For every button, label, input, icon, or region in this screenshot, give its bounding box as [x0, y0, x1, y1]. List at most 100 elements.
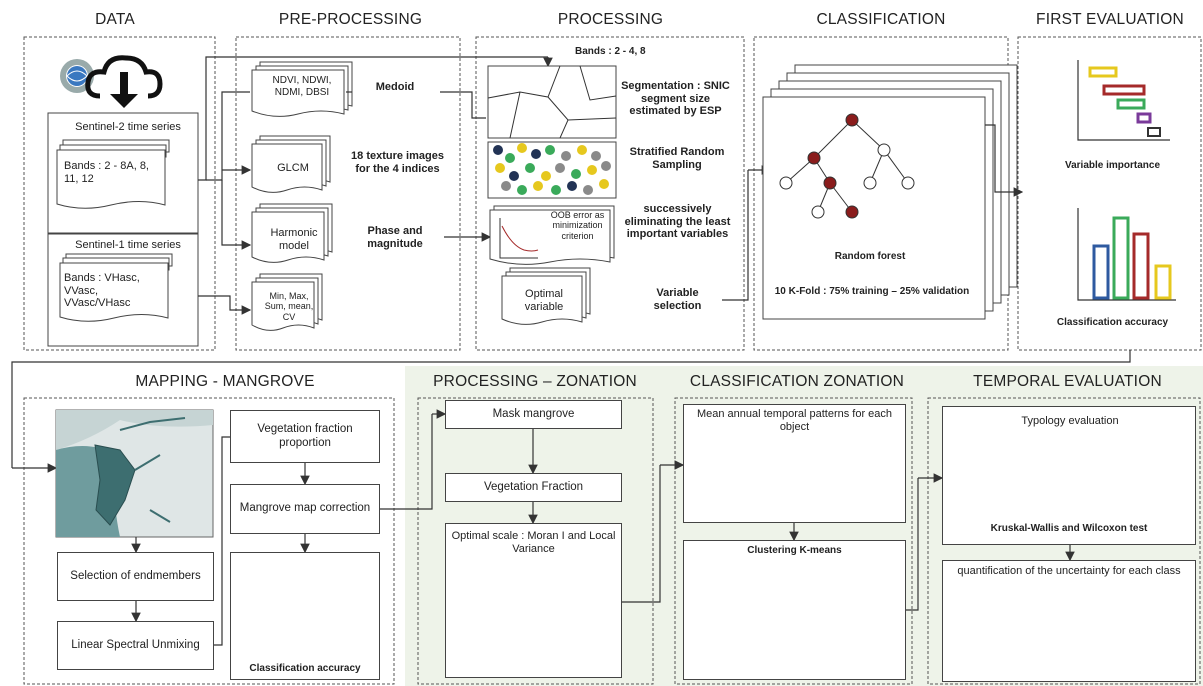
- sampling-label: Stratified Random Sampling: [629, 146, 725, 171]
- connector-correction-to-mask: [380, 414, 433, 510]
- sample-point-18: [533, 181, 543, 191]
- header-classification: CLASSIFICATION: [816, 11, 946, 28]
- s1-doc: [59, 262, 169, 322]
- mapping-accuracy-box: [230, 552, 380, 680]
- oob-label: OOB error as minimization criterion: [550, 210, 605, 241]
- accuracy-axes: [1077, 208, 1176, 301]
- download-arrow-shaft: [120, 72, 128, 98]
- s1-title: Sentinel-1 time series: [75, 239, 181, 251]
- preprocessing-panel: [235, 36, 461, 351]
- random-forest-label: Random forest: [834, 251, 906, 262]
- eliminating-label: successively eliminating the least impor…: [624, 203, 731, 241]
- map-mangrove: [94, 444, 136, 526]
- header-processing: PROCESSING: [557, 11, 664, 28]
- harmonic-label: Harmonic model: [270, 227, 318, 252]
- kruskal-label: Kruskal-Wallis and Wilcoxon test: [990, 523, 1148, 534]
- sample-point-13: [571, 169, 581, 179]
- s1-bands: Bands : VHasc, VVasc, VVasc/VHasc: [64, 272, 140, 310]
- proc-bands-label: Bands : 2 - 4, 8: [575, 46, 646, 57]
- tree-node-0: [845, 113, 859, 127]
- rf-card-0: [762, 96, 986, 320]
- sample-point-20: [567, 181, 577, 191]
- importance-bar-3: [1116, 98, 1146, 110]
- mask-mangrove-box: Mask mangrove: [445, 400, 622, 429]
- header-preprocessing: PRE-PROCESSING: [278, 11, 423, 28]
- typology-label: Typology evaluation: [1021, 415, 1119, 427]
- kfold-label: 10 K-Fold : 75% training – 25% validatio…: [774, 286, 970, 297]
- first-accuracy-label: Classification accuracy: [1056, 317, 1169, 328]
- sample-point-0: [493, 145, 503, 155]
- texture-label: 18 texture images for the 4 indices: [351, 150, 444, 175]
- phase-label: Phase and magnitude: [367, 225, 423, 250]
- classification-zonation-panel: [674, 397, 913, 685]
- vegetation-fraction-box: Vegetation Fraction: [445, 473, 622, 502]
- temporal-patterns-box: [683, 404, 906, 523]
- sample-point-1: [505, 153, 515, 163]
- sample-point-15: [601, 161, 611, 171]
- uncertainty-box: [942, 560, 1196, 682]
- gee-globe-icon: [67, 66, 87, 86]
- optimal-stack-sheet-0: [501, 275, 583, 325]
- tree-edge-0: [813, 119, 853, 159]
- zonation-panel: [417, 397, 654, 685]
- glcm-stack-sheet-0: [251, 143, 323, 193]
- segmentation-label: Segmentation : SNIC segment size estimat…: [621, 80, 730, 118]
- mangrove-correction-box: Mangrove map correction: [230, 484, 380, 534]
- connector-medoid: [440, 91, 486, 119]
- tree-node-8: [845, 205, 859, 219]
- header-classification-zonation: CLASSIFICATION ZONATION: [689, 373, 905, 390]
- stats-label: Min, Max, Sum, mean, CV: [264, 291, 314, 322]
- kmeans-box: [683, 540, 906, 680]
- optimal-variable-label: Optimal variable: [524, 288, 564, 313]
- tree-node-3: [779, 176, 793, 190]
- gee-globe-lines: [66, 70, 88, 82]
- oob-curve: [501, 225, 539, 252]
- oob-stack-sheet-0: [489, 209, 611, 265]
- connector-scale-to-patterns: [622, 465, 661, 603]
- sample-point-10: [525, 163, 535, 173]
- sample-point-3: [531, 149, 541, 159]
- sample-point-22: [599, 179, 609, 189]
- sample-point-14: [587, 165, 597, 175]
- accuracy-bar-2: [1112, 216, 1130, 300]
- sample-point-17: [517, 185, 527, 195]
- tree-edge-5: [883, 149, 909, 184]
- sample-point-6: [577, 145, 587, 155]
- lsu-box: Linear Spectral Unmixing: [57, 621, 214, 670]
- importance-bar-2: [1102, 84, 1146, 96]
- indices-label: NDVI, NDWI, NDMI, DBSI: [272, 75, 332, 98]
- map-channels: [119, 417, 186, 523]
- cloud-download-icon: [85, 55, 163, 99]
- importance-bar-4: [1136, 112, 1152, 124]
- header-mapping: MAPPING - MANGROVE: [135, 373, 315, 390]
- connector-class-to-eval: [985, 124, 1014, 193]
- header-data: DATA: [95, 11, 135, 28]
- arrow-s1-to-stats: [198, 295, 252, 315]
- harmonic-stack-sheet-0: [251, 211, 325, 263]
- connector-eval-to-mapping: [11, 350, 1131, 468]
- tree-node-6: [901, 176, 915, 190]
- temporal-panel: [927, 397, 1201, 685]
- header-temporal-evaluation: TEMPORAL EVALUATION: [973, 373, 1162, 390]
- variable-importance-label: Variable importance: [1064, 160, 1161, 171]
- vf-proportion-box: Vegetation fraction proportion: [230, 410, 380, 463]
- importance-axes: [1077, 60, 1170, 141]
- accuracy-bar-4: [1154, 264, 1172, 300]
- sample-point-19: [551, 185, 561, 195]
- connector-selection: [722, 170, 749, 301]
- sample-point-7: [591, 151, 601, 161]
- sample-point-2: [517, 143, 527, 153]
- header-first-evaluation: FIRST EVALUATION: [1036, 11, 1184, 28]
- accuracy-bar-3: [1132, 232, 1150, 300]
- tree-node-2: [877, 143, 891, 157]
- kmeans-label: Clustering K-means: [747, 545, 842, 556]
- tree-node-7: [811, 205, 825, 219]
- connector-lsu-to-vf: [214, 436, 230, 646]
- uncertainty-label: quantification of the uncertainty for ea…: [957, 565, 1181, 577]
- oob-axes: [499, 218, 538, 259]
- optimal-scale-box: [445, 523, 622, 678]
- s2-bands: Bands : 2 - 8A, 8, 11, 12: [64, 160, 149, 185]
- sample-point-11: [541, 171, 551, 181]
- accuracy-bar-1: [1092, 244, 1110, 300]
